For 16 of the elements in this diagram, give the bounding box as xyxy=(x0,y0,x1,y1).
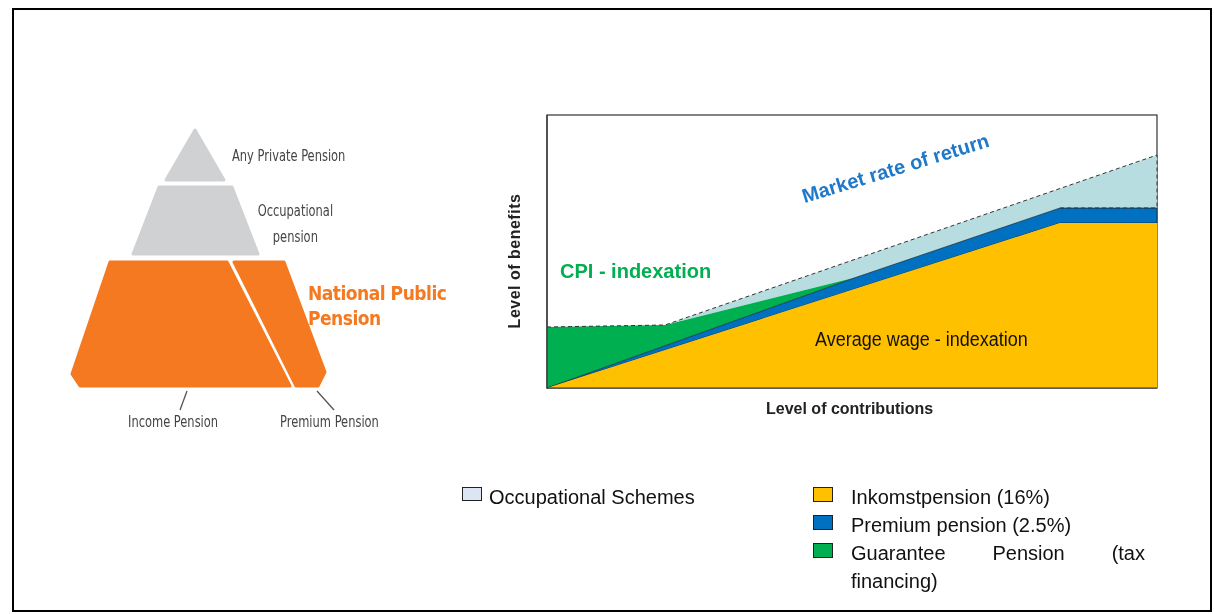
area-label: Average wage - indexation xyxy=(815,328,1028,351)
curve-label: Market rate of return xyxy=(799,129,992,208)
legend-label: Occupational Schemes xyxy=(489,485,695,510)
leader-line xyxy=(316,390,335,411)
legend-label: Inkomstpension (16%) xyxy=(851,485,1051,510)
axis-title: Level of contributions xyxy=(766,400,934,418)
tier-label: Occupational pension xyxy=(256,201,335,248)
tier-label: Any Private Pension xyxy=(232,147,346,165)
axis-title: Level of benefits xyxy=(506,193,525,329)
legend-label: Guarantee Pension (tax financing) xyxy=(851,541,1145,594)
section-heading: National Public Pension xyxy=(308,281,448,331)
segment-label: Premium Pension xyxy=(280,413,379,431)
legend-label: Premium pension (2.5%) xyxy=(851,513,1073,538)
segment-label: Income Pension xyxy=(128,413,219,431)
area-label: CPI - indexation xyxy=(560,260,712,283)
leader-line xyxy=(179,390,188,411)
